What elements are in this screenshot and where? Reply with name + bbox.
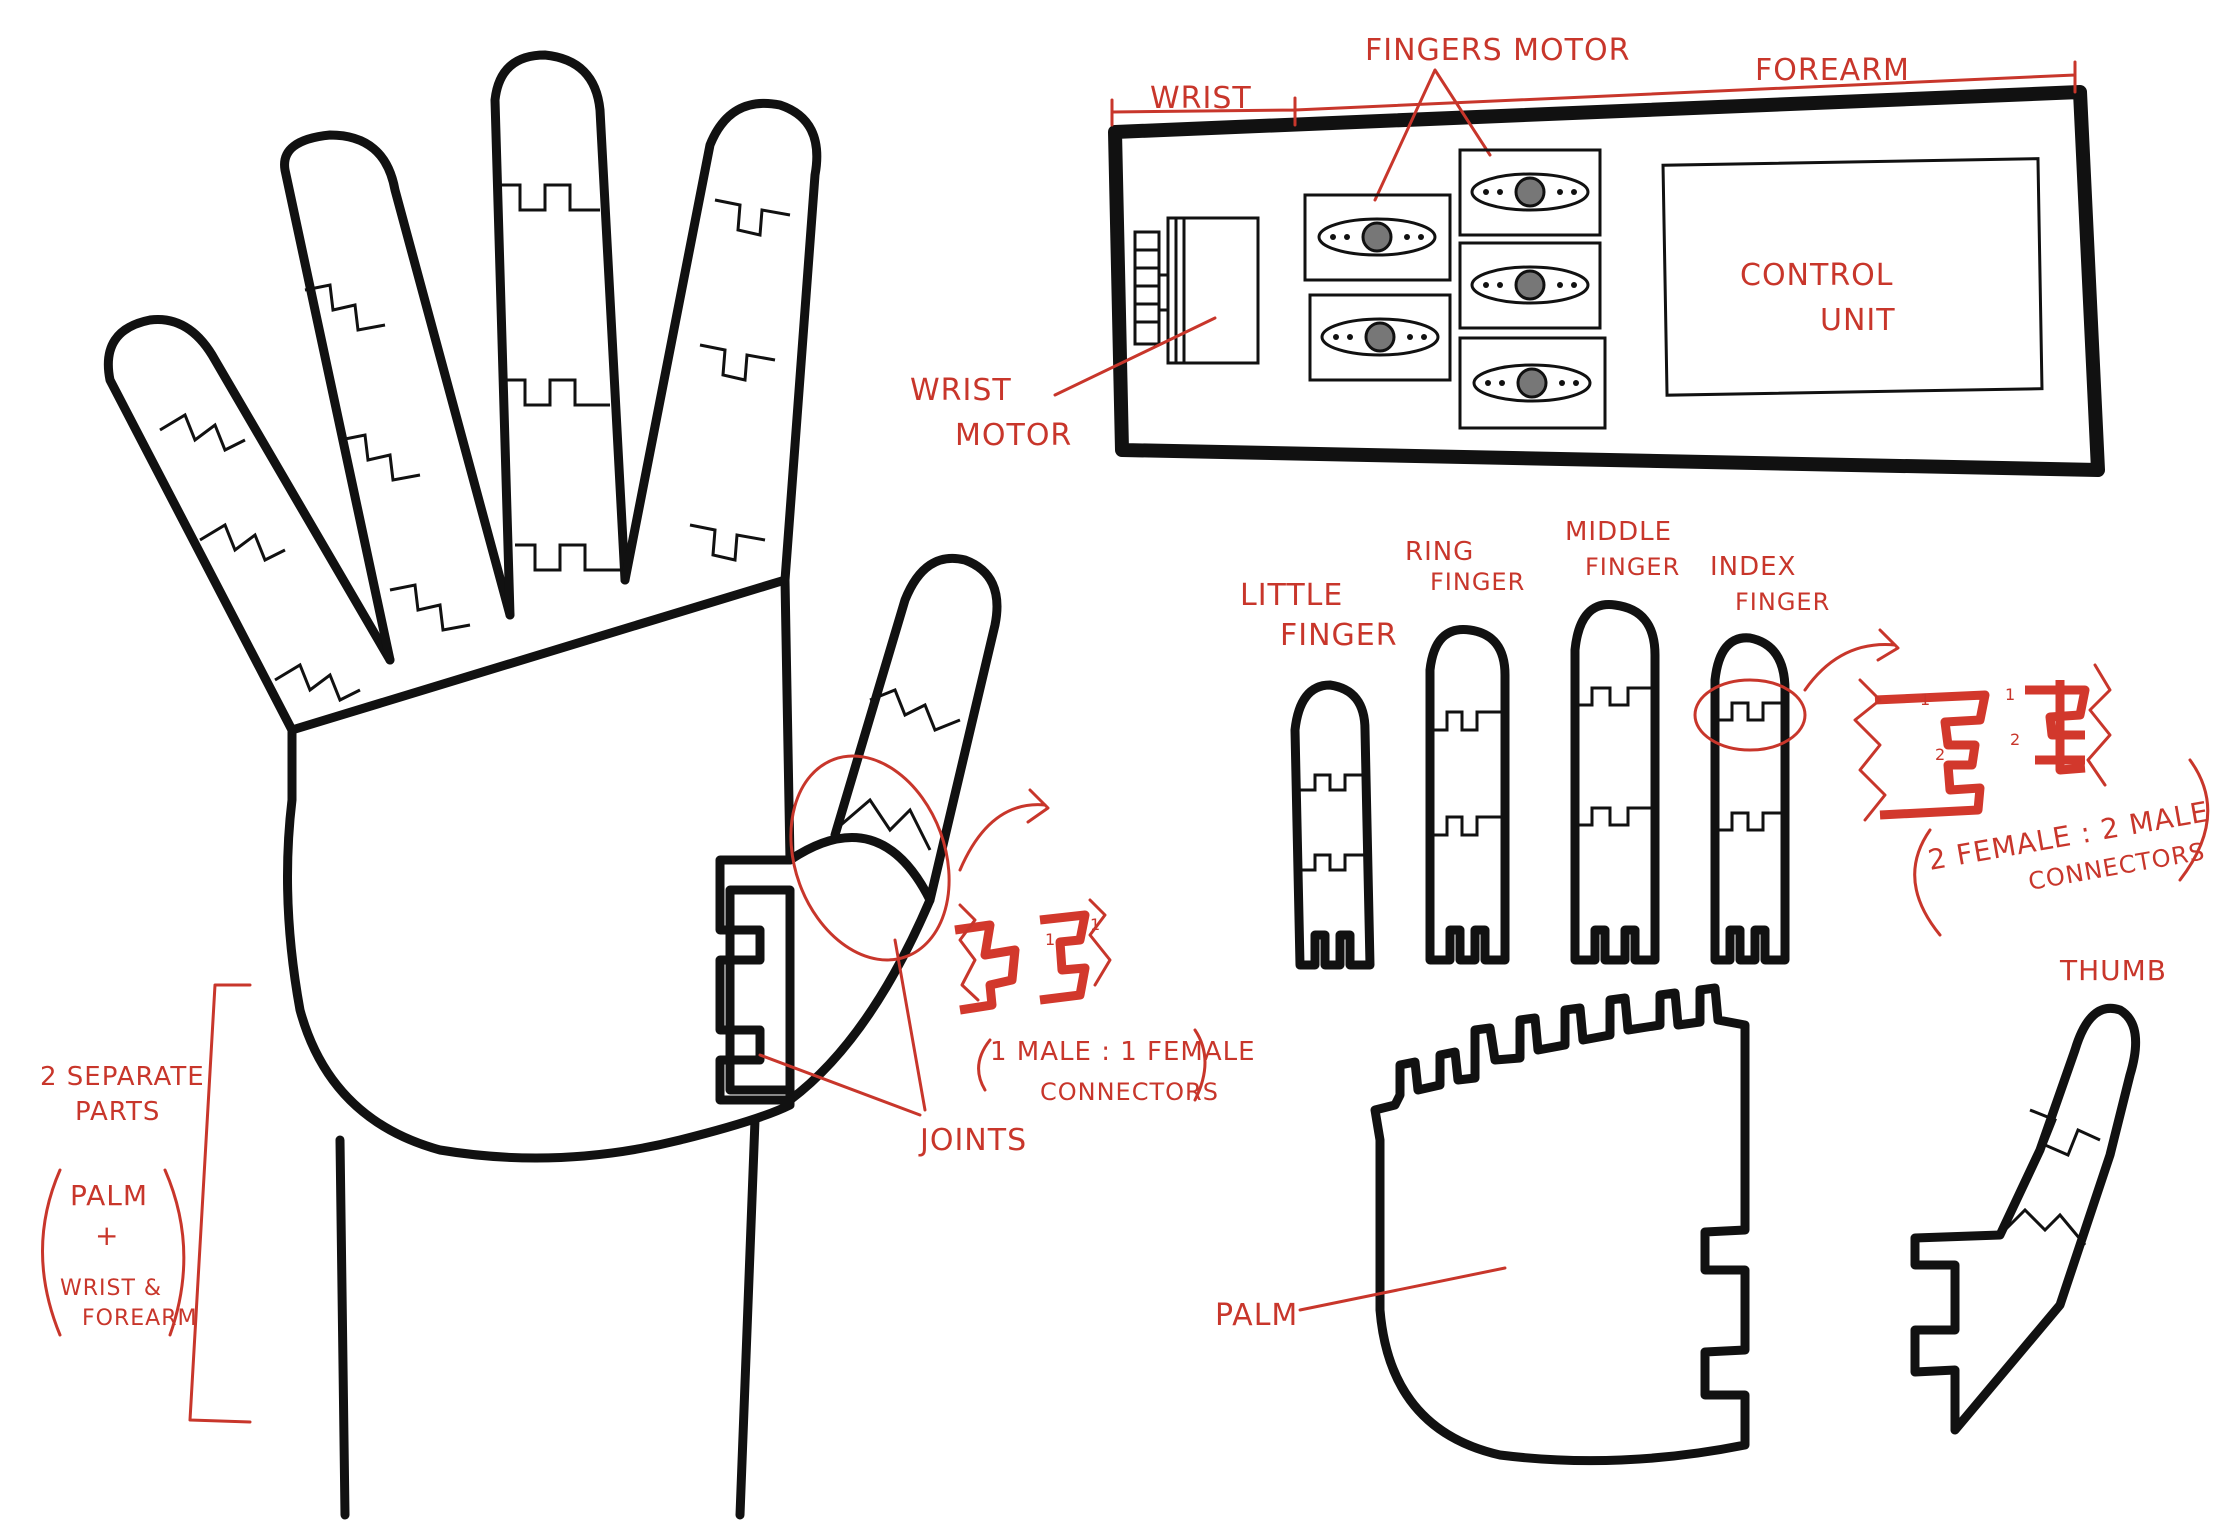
- palm-paren: [41, 1168, 186, 1337]
- joints-label: JOINTS: [918, 1123, 1027, 1158]
- thumb-label: THUMB: [2059, 954, 2167, 987]
- index-finger-label: FINGER: [1735, 588, 1830, 616]
- joints-pointer: [758, 938, 927, 1117]
- forearm-layout: WRIST FOREARM FINGERS MOTOR WRIST MOTOR: [910, 33, 2105, 477]
- wrist-forearm-label: FOREARM: [82, 1306, 197, 1331]
- separate-little-finger: [1290, 680, 1375, 970]
- two-female-male-bracket: [1913, 758, 2210, 937]
- index-finger: [620, 98, 822, 585]
- little-finger: [103, 315, 395, 735]
- ring-finger-label: FINGER: [1430, 568, 1525, 596]
- separate-parts-label: 2 SEPARATE: [40, 1062, 205, 1092]
- connector-mark: 1: [1045, 930, 1056, 949]
- wrist-motor-pointer: [1053, 316, 1217, 397]
- index-finger-label: INDEX: [1710, 552, 1796, 582]
- ring-finger-label: RING: [1405, 537, 1474, 567]
- separate-parts-label: PARTS: [75, 1097, 160, 1127]
- separate-thumb: [1910, 1004, 2141, 1435]
- forearm-label: FOREARM: [1755, 53, 1910, 88]
- wrist-motor-label: WRIST: [910, 373, 1012, 408]
- exploded-parts: LITTLE FINGER RING FINGER MIDDLE FINGER …: [1215, 517, 2212, 1466]
- middle-finger: [490, 50, 630, 620]
- wrist-label: WRIST: [1150, 81, 1252, 116]
- female-male-connector-sketch: [1853, 663, 2112, 822]
- wrist-motor: [1133, 216, 1260, 365]
- fingers-motor-label: FINGERS MOTOR: [1365, 33, 1630, 68]
- wrist-forearm-label: WRIST &: [60, 1276, 162, 1301]
- connector-mark: 1: [2005, 685, 2016, 704]
- palm-label: PALM: [1215, 1298, 1298, 1333]
- separate-parts-bracket: [188, 983, 252, 1424]
- thumb-socket: [715, 855, 795, 1105]
- little-finger-label: LITTLE: [1240, 578, 1343, 613]
- thumb: [830, 553, 1002, 905]
- index-joint-arrow: [1803, 628, 1900, 692]
- separate-index-finger: [1710, 633, 1790, 965]
- connector-mark: 2: [2010, 730, 2021, 749]
- fingers-motor-pointer: [1373, 68, 1492, 202]
- control-unit-label: CONTROL: [1740, 258, 1894, 293]
- middle-finger-label: FINGER: [1585, 553, 1680, 581]
- finger-servo: [1458, 336, 1607, 430]
- finger-servo: [1303, 193, 1452, 282]
- male-female-connector-sketch: [954, 898, 1112, 1015]
- ring-finger: [280, 130, 515, 665]
- index-joint-circle: [1693, 678, 1807, 752]
- forearm-dimension: [1293, 60, 2077, 112]
- one-male-female-label: 1 MALE : 1 FEMALE: [990, 1037, 1256, 1067]
- connectors-label: CONNECTORS: [1040, 1078, 1219, 1106]
- separate-ring-finger: [1425, 625, 1510, 965]
- connector-mark: 1: [1920, 690, 1931, 709]
- separate-middle-finger: [1570, 600, 1660, 965]
- separate-palm: [1370, 983, 1750, 1466]
- palm-side-label: PALM: [70, 1179, 148, 1212]
- wrist-dimension: [1110, 96, 1297, 127]
- finger-servo: [1458, 241, 1602, 330]
- joint-arrow: [958, 788, 1050, 872]
- palm-pointer: [1298, 1266, 1507, 1312]
- control-unit-label: UNIT: [1820, 303, 1896, 338]
- finger-servo: [1308, 293, 1452, 382]
- plus-label: +: [95, 1219, 119, 1252]
- connector-mark: 2: [1935, 745, 1946, 764]
- palm-outline: [283, 575, 935, 1163]
- control-unit-box: [1661, 157, 2044, 397]
- finger-servo: [1458, 148, 1602, 237]
- forearm-frame: [1108, 85, 2105, 477]
- forearm-outline: [335, 1115, 760, 1520]
- assembled-hand: 1 1 1 MALE : 1 FEMALE CONNECTORS JOINTS …: [40, 50, 1256, 1520]
- connector-mark: 1: [1090, 915, 1101, 934]
- joint-circle: [789, 754, 951, 962]
- middle-finger-label: MIDDLE: [1565, 517, 1672, 547]
- one-male-female-bracket: [977, 1028, 1207, 1102]
- little-finger-label: FINGER: [1280, 618, 1398, 653]
- wrist-motor-label: MOTOR: [955, 418, 1072, 453]
